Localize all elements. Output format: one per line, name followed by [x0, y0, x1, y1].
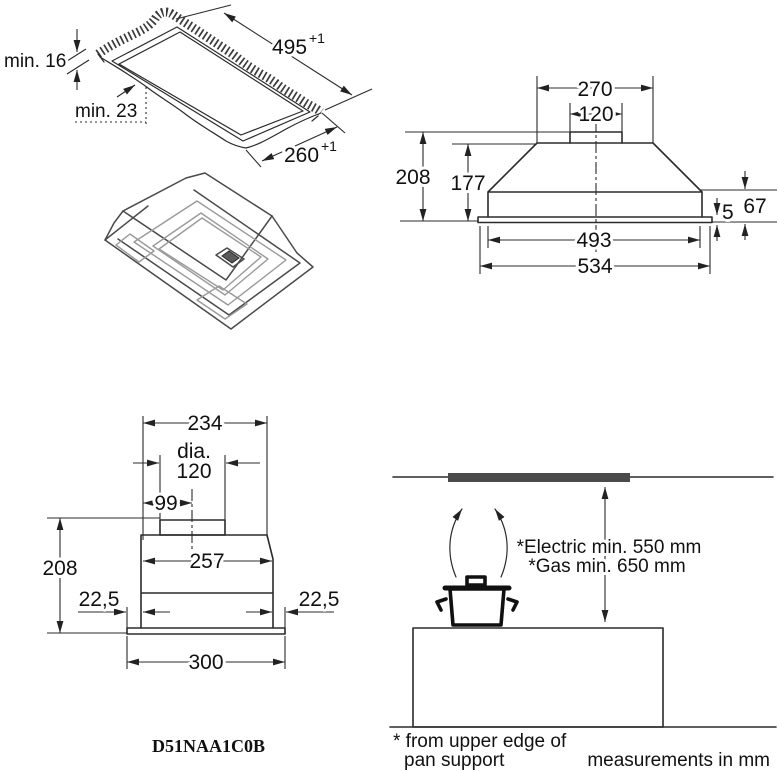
installation-diagram: *Electric min. 550 mm *Gas min. 650 mm *… — [389, 473, 777, 771]
front-view-diagram: 270 120 208 177 5 67 493 534 — [392, 75, 777, 281]
counter-island — [412, 627, 664, 728]
light-panel-bottom — [196, 285, 248, 320]
control-switch-outline — [215, 247, 245, 268]
label-front-height-total: 208 — [395, 166, 430, 189]
footnote-line1: * from upper edge of — [393, 731, 567, 752]
hood-rim-inner-edge — [104, 189, 301, 316]
side-view-diagram: 234 dia. 120 99 208 257 22,5 22,5 300 — [39, 409, 342, 677]
steam-arrow-left — [449, 508, 463, 578]
footnote-line2: pan support — [404, 750, 505, 771]
hood-isometric-view — [104, 172, 314, 330]
label-cutout-length: 495 — [272, 36, 307, 59]
min23-dotted-leader — [75, 86, 147, 124]
label-gas-clearance: *Gas min. 650 mm — [528, 556, 685, 577]
control-switch — [221, 250, 240, 264]
label-front-body-width: 493 — [576, 229, 611, 252]
label-side-duct-offset: 99 — [154, 492, 177, 515]
label-front-height-body: 177 — [450, 172, 485, 195]
label-electric-clearance: *Electric min. 550 mm — [517, 537, 702, 558]
label-min-clearance: min. 23 — [75, 101, 137, 122]
min23-pointer-arrow — [116, 84, 136, 98]
cutout-extension-lines — [175, 4, 373, 168]
front-ceiling-flange — [477, 216, 713, 224]
label-front-height-lower: 67 — [743, 195, 766, 218]
pot-body — [448, 587, 506, 627]
units-note: measurements in mm — [587, 750, 770, 771]
light-panel-left — [115, 233, 155, 263]
label-cutout-depth: 260 — [284, 144, 319, 167]
dim-cutout-depth — [261, 126, 338, 162]
dim-cutout-length — [223, 12, 353, 96]
cutout-opening-frame — [111, 26, 311, 142]
pot-handle-left — [435, 597, 448, 612]
built-in-hood-bar — [448, 473, 630, 482]
label-front-duct-width: 120 — [578, 103, 613, 126]
pot-lid-knob — [465, 575, 487, 587]
label-front-flange-thickness: 5 — [722, 201, 734, 224]
cutout-diagram: min. 16 min. 23 495 +1 260 +1 — [1, 4, 373, 170]
side-ceiling-flange — [126, 627, 286, 635]
front-hood-outline — [487, 142, 703, 218]
label-side-height-total: 208 — [42, 557, 77, 580]
label-side-mid-width: 257 — [189, 550, 224, 573]
label-cutout-depth-tolerance: +1 — [321, 138, 337, 154]
hood-silhouette — [104, 172, 314, 330]
label-front-frame-width: 534 — [577, 255, 612, 278]
cooking-pot-icon — [435, 575, 519, 627]
pot-handle-right — [506, 597, 519, 612]
panel-thickness-ticks — [63, 48, 90, 75]
side-hood-outline — [140, 534, 274, 629]
model-number: D51NAA1C0B — [152, 736, 265, 756]
label-min-thickness: min. 16 — [4, 51, 66, 72]
side-extension-lines — [126, 416, 286, 669]
grease-filter-panel — [152, 212, 269, 296]
front-reference-lines — [400, 131, 777, 223]
label-side-frame-depth: 300 — [188, 651, 223, 674]
steam-arrow-right — [494, 508, 508, 578]
label-side-top-width: 234 — [187, 412, 222, 435]
label-side-dia-value: 120 — [176, 460, 211, 483]
label-front-top-span: 270 — [577, 78, 612, 101]
label-cutout-length-tolerance: +1 — [309, 30, 325, 46]
label-side-overhang-left: 22,5 — [79, 588, 120, 611]
hood-underside-recess — [133, 200, 287, 306]
label-side-overhang-right: 22,5 — [299, 588, 340, 611]
label-side-dia: dia. — [177, 440, 211, 463]
